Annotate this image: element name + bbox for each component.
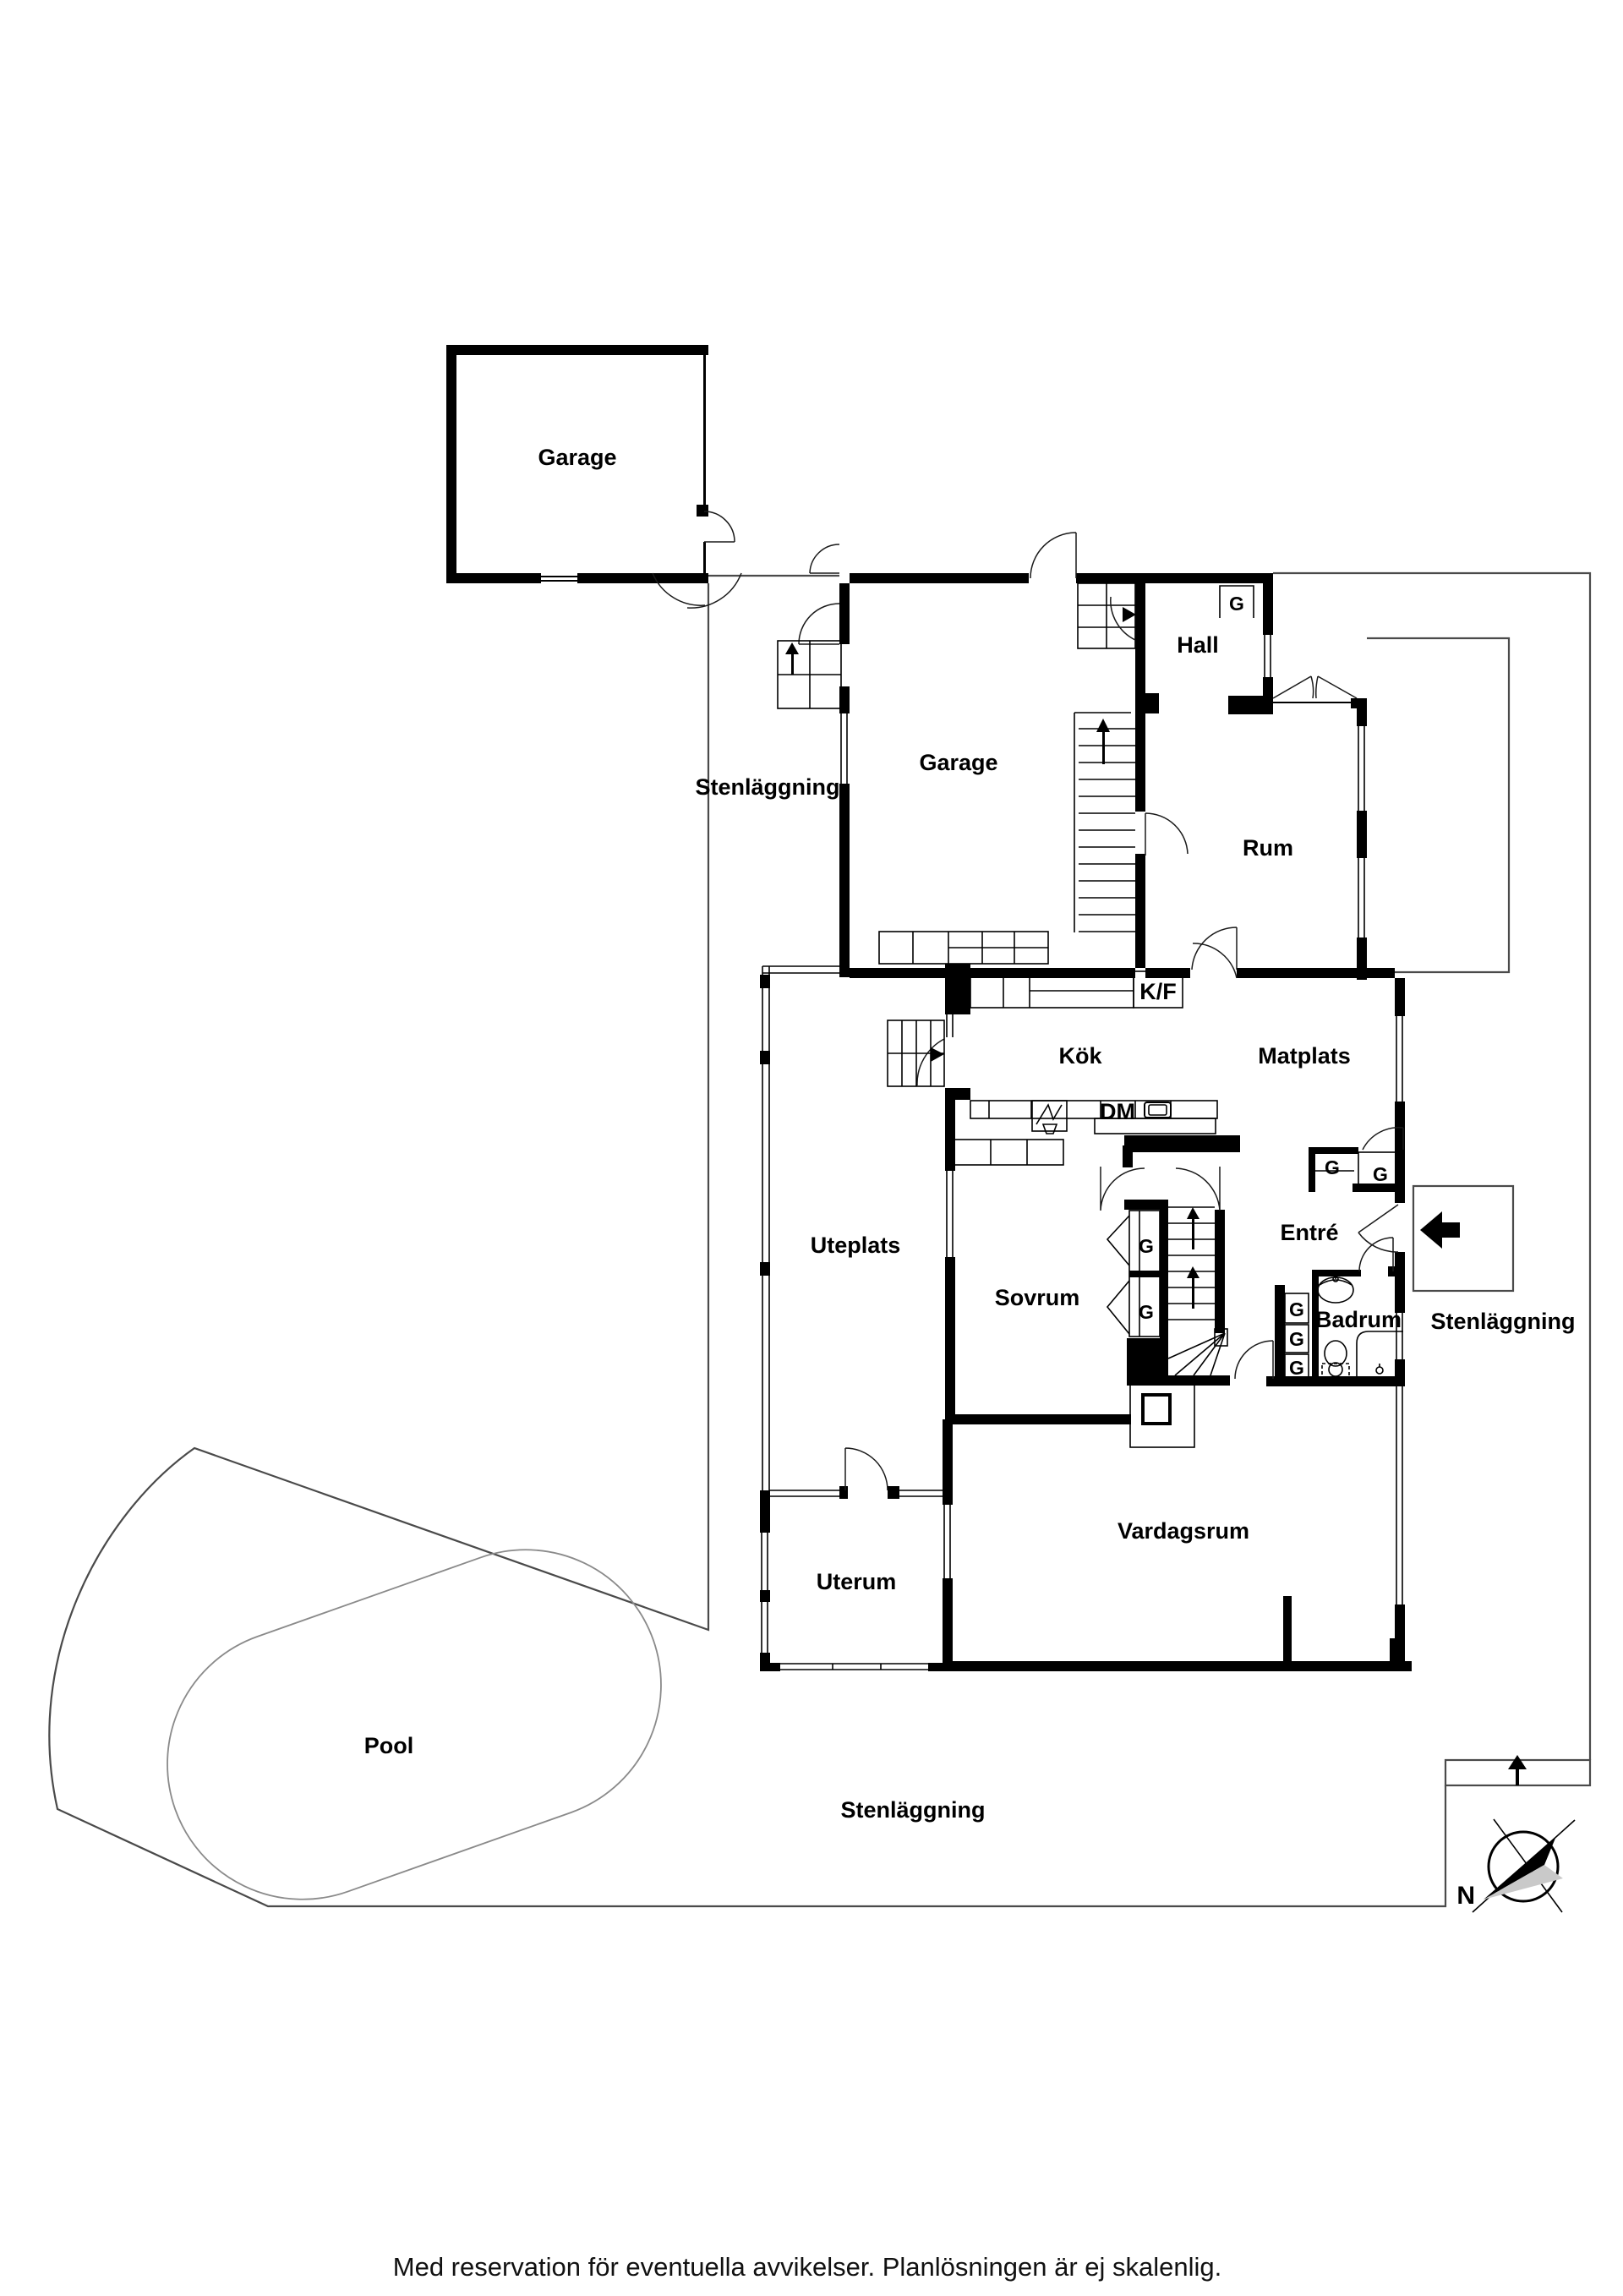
room-label-sovrum: Sovrum: [995, 1285, 1080, 1310]
area-label-uteplats: Uteplats: [811, 1233, 901, 1258]
area-label-pool: Pool: [364, 1733, 414, 1758]
closet-label-hall: G: [1229, 593, 1244, 615]
shower-icon: [1356, 1331, 1403, 1380]
area-label-stenlaggning-nw: Stenläggning: [696, 774, 840, 800]
room-label-uterum: Uterum: [817, 1569, 897, 1594]
sovrum-walls: [945, 1098, 1131, 1424]
fireplace: [1129, 1383, 1195, 1448]
washbasin-icon: [1317, 1275, 1354, 1304]
sovrum-closet-row: [953, 1139, 1064, 1166]
garage-landing-steps: [1077, 582, 1136, 649]
closet-label-ggg-2: G: [1289, 1328, 1304, 1350]
entrance-arrow-icon: [1420, 1211, 1460, 1249]
garage-staircase: [1074, 712, 1135, 932]
badrum-walls: [1266, 1237, 1405, 1386]
garage-cabinets: [878, 931, 1049, 965]
area-label-stenlaggning-s: Stenläggning: [841, 1797, 986, 1823]
room-label-hall: Hall: [1177, 632, 1219, 658]
site-boundary: [48, 571, 1592, 1908]
room-label-kok: Kök: [1058, 1043, 1102, 1069]
appliance-label-kf: K/F: [1139, 979, 1177, 1004]
closet-label-sovrum-1: G: [1139, 1235, 1154, 1257]
terrace-east: [1367, 637, 1511, 974]
closet-label-entre-2: G: [1373, 1163, 1388, 1185]
closet-label-entre-1: G: [1325, 1156, 1340, 1178]
hall-closet: [1219, 585, 1254, 618]
rum-double-door: [1272, 675, 1358, 703]
area-label-stenlaggning-e: Stenläggning: [1431, 1309, 1576, 1334]
fridge-freezer: [1133, 970, 1183, 1009]
vardagsrum-walls: [953, 1340, 1412, 1671]
room-label-rum: Rum: [1243, 835, 1293, 861]
room-label-garage-attached: Garage: [919, 750, 997, 775]
toilet-icon: [1321, 1340, 1350, 1381]
entre-hall-closets-ggg: [1284, 1293, 1309, 1381]
main-staircase: [1100, 1135, 1240, 1386]
closet-label-sovrum-2: G: [1139, 1301, 1154, 1323]
path-arrow-icon: [1508, 1755, 1527, 1785]
appliance-label-dm: DM: [1100, 1099, 1135, 1124]
entrance-porch: [1412, 1184, 1515, 1293]
room-label-garage-detached: Garage: [538, 445, 616, 470]
compass-icon: [1472, 1818, 1576, 1913]
front-door: [1358, 1204, 1399, 1253]
uterum-walls: [760, 1419, 954, 1671]
stove-icon: [1031, 1100, 1068, 1134]
kitchen-counter-north: [970, 973, 1134, 1009]
compass-north-label: N: [1456, 1882, 1475, 1910]
entre-closets: [1309, 1126, 1405, 1192]
exterior-steps-kitchen: [887, 1020, 945, 1087]
detached-garage: [446, 345, 840, 609]
pool-outline: [167, 1549, 662, 1900]
closet-label-ggg-3: G: [1289, 1357, 1304, 1379]
uteplats-railing: [760, 965, 839, 1490]
sink-icon: [1144, 1102, 1172, 1118]
room-label-badrum: Badrum: [1315, 1307, 1402, 1332]
sovrum-closets: [1106, 1210, 1161, 1337]
exterior-steps-west: [777, 640, 842, 709]
disclaimer-text: Med reservation för eventuella avvikelse…: [393, 2252, 1221, 2282]
room-label-matplats: Matplats: [1258, 1043, 1351, 1069]
closet-label-ggg-1: G: [1289, 1298, 1304, 1320]
kitchen-island: [970, 1100, 1218, 1134]
house-upper-walls: [777, 532, 1367, 980]
room-label-vardagsrum: Vardagsrum: [1118, 1518, 1249, 1544]
room-label-entre: Entré: [1280, 1220, 1338, 1245]
